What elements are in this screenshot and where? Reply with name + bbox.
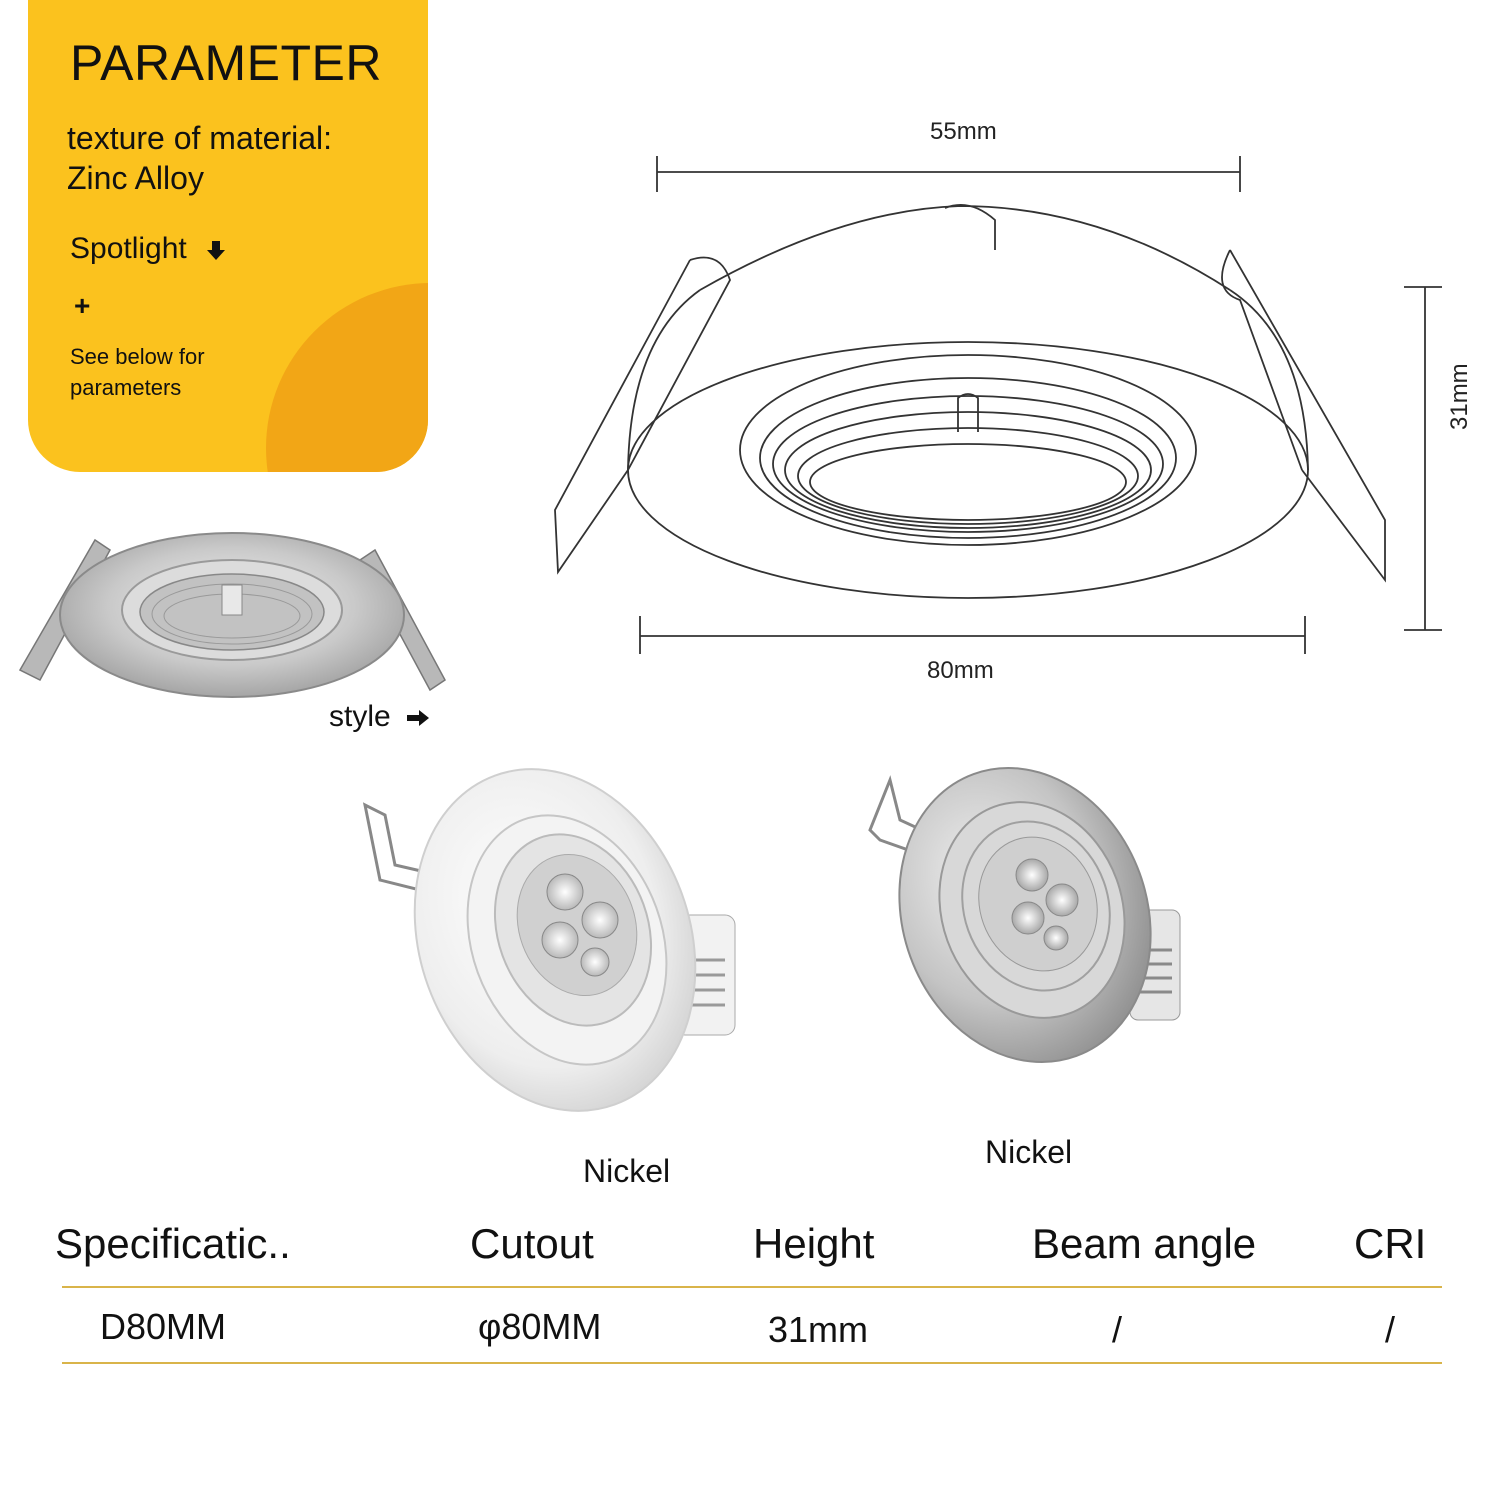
- table-cell-cri: /: [1385, 1309, 1396, 1350]
- table-header-beam-angle: Beam angle: [1032, 1220, 1257, 1267]
- product-caption-1: Nickel: [583, 1153, 671, 1189]
- spotlight-label: Spotlight: [70, 232, 187, 265]
- table-bottom-divider: [62, 1362, 1442, 1364]
- table-header-divider: [62, 1286, 1442, 1288]
- table-header-height: Height: [753, 1220, 875, 1267]
- spotlight-label-row: Spotlight: [70, 232, 226, 269]
- material-info: texture of material: Zinc Alloy: [67, 118, 332, 198]
- table-cell-height: 31mm: [768, 1309, 869, 1350]
- material-value: Zinc Alloy: [67, 160, 204, 196]
- technical-drawing: [554, 156, 1442, 654]
- dimension-bottom-width: 80mm: [927, 657, 994, 684]
- arrow-right-icon: [407, 710, 430, 726]
- arrow-down-icon: [207, 235, 226, 269]
- product-photo-small: [18, 532, 446, 698]
- see-below-text: See below for parameters: [70, 344, 205, 400]
- parameter-title: PARAMETER: [70, 35, 382, 91]
- plus-sign: +: [74, 290, 91, 321]
- table-header-cutout: Cutout: [470, 1220, 594, 1267]
- style-label-row: style: [329, 700, 430, 734]
- parameter-card: PARAMETER texture of material: Zinc Allo…: [28, 0, 428, 472]
- table-cell-beam-angle: /: [1112, 1309, 1123, 1350]
- product-photo-white: [362, 768, 736, 1112]
- table-cell-cutout: φ80MM: [478, 1306, 602, 1347]
- dimension-top-width: 55mm: [930, 118, 997, 145]
- product-photo-nickel: [868, 766, 1181, 1064]
- product-caption-2: Nickel: [985, 1134, 1073, 1170]
- dimension-height: 31mm: [1446, 363, 1473, 430]
- decorative-circle: [266, 283, 428, 472]
- material-label: texture of material:: [67, 120, 332, 156]
- table-header-specification: Specificatic..: [55, 1220, 291, 1267]
- style-label: style: [329, 700, 391, 733]
- table-cell-specification: D80MM: [100, 1306, 227, 1347]
- table-header-cri: CRI: [1354, 1220, 1427, 1267]
